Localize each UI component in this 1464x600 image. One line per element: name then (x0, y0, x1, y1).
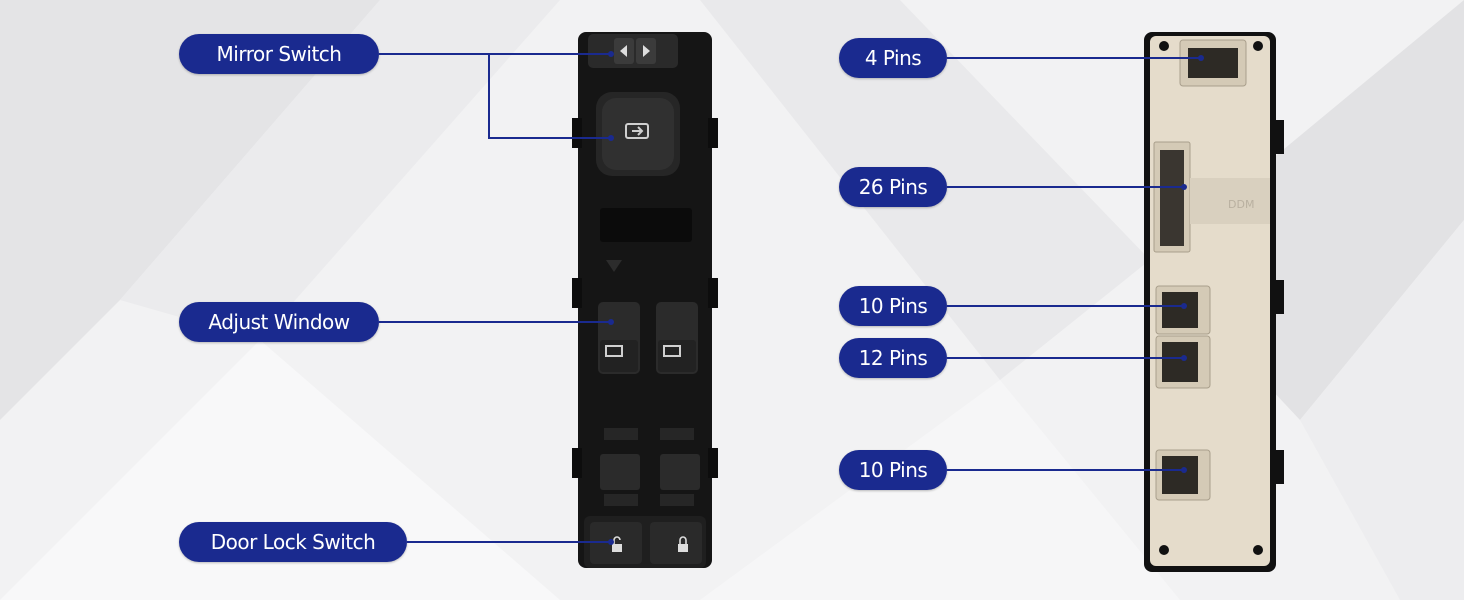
adjust-window-label: Adjust Window (179, 302, 379, 342)
switch-back-housing (1144, 32, 1284, 572)
mirror-switch-label: Mirror Switch (179, 34, 379, 74)
back-panel-text: DDM (1228, 198, 1255, 211)
lock-icon[interactable] (650, 522, 702, 564)
mirror-arrows-icon[interactable] (614, 38, 656, 66)
window-arrow-icon[interactable] (598, 302, 640, 374)
4-pins-label: 4 Pins (839, 38, 947, 78)
switch-front-panel (572, 32, 718, 568)
unlock-icon[interactable] (590, 522, 642, 564)
12-pins-label: 12 Pins (839, 338, 947, 378)
10-pins-bottom-label: 10 Pins (839, 450, 947, 490)
door-lock-switch-label: Door Lock Switch (179, 522, 407, 562)
26-pins-label: 26 Pins (839, 167, 947, 207)
10-pins-top-label: 10 Pins (839, 286, 947, 326)
window-arrow-icon[interactable] (656, 302, 698, 374)
mirror-adjust-icon[interactable] (602, 98, 674, 170)
